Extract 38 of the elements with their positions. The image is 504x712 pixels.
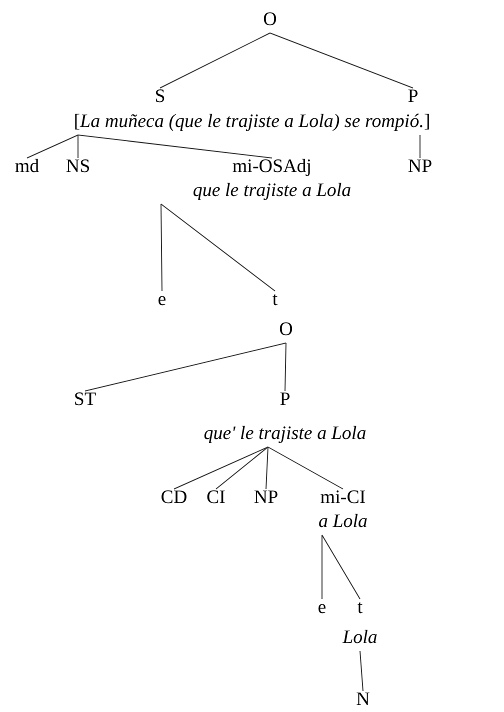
node-label: O xyxy=(263,8,277,32)
tree-branch-line xyxy=(78,134,272,158)
phrase-text: a Lola xyxy=(318,510,368,534)
node-label: S xyxy=(154,85,166,109)
node-label: CD xyxy=(160,486,188,510)
node-label: e xyxy=(158,288,166,312)
node-label: ST xyxy=(74,388,96,412)
node-label: md xyxy=(14,155,40,179)
phrase-text: Lola xyxy=(342,626,378,650)
node-label: [La muñeca (que le trajiste a Lola) se rompió.] xyxy=(74,110,430,134)
node-label: mi-OSAdj xyxy=(232,155,312,179)
tree-branch-line xyxy=(174,446,268,490)
node-label: e xyxy=(318,596,326,620)
node-label: NP xyxy=(254,486,278,510)
node-label: NP xyxy=(408,155,432,179)
phrase-text: que' le trajiste a Lola xyxy=(204,422,366,446)
tree-branch-line xyxy=(160,204,276,292)
tree-branch-line xyxy=(266,446,268,490)
tree-branch-line xyxy=(284,342,286,392)
tree-branch-line xyxy=(160,32,270,88)
tree-branch-line xyxy=(216,446,268,490)
node-label: CI xyxy=(206,486,226,510)
phrase-text: que le trajiste a Lola xyxy=(192,179,352,203)
node-label: t xyxy=(357,596,363,620)
node-label: t xyxy=(272,288,278,312)
tree-branch-line xyxy=(26,134,78,158)
node-label: mi-CI xyxy=(320,486,366,510)
tree-branch-line xyxy=(160,204,162,292)
tree-branch-line xyxy=(84,342,286,392)
node-label: NS xyxy=(66,155,90,179)
node-label: P xyxy=(408,85,418,109)
tree-branch-line xyxy=(268,446,344,490)
tree-branch-line xyxy=(360,650,364,692)
node-label: O xyxy=(279,318,293,342)
node-label: N xyxy=(356,688,370,712)
tree-branch-line xyxy=(270,32,414,88)
tree-branch-line xyxy=(322,534,360,600)
node-label: P xyxy=(280,388,290,412)
